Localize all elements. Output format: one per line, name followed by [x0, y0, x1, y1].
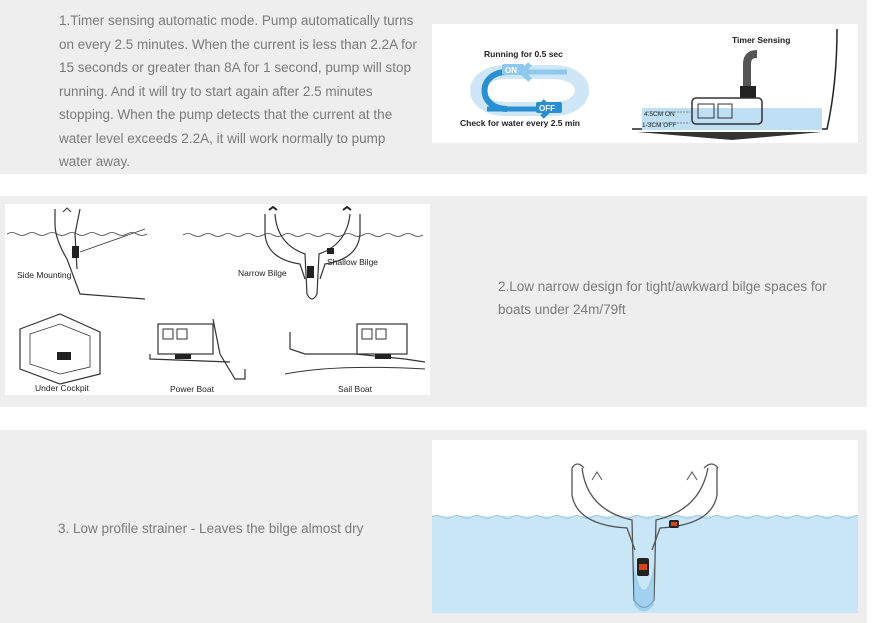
- water-area: [642, 108, 822, 130]
- on-label: ON: [505, 66, 517, 75]
- outlet-pipe: [743, 50, 758, 89]
- side-mount-hull: [54, 209, 146, 300]
- timer-label: Timer Sensing: [732, 35, 790, 45]
- cockpit-box: [19, 313, 101, 385]
- power-boat-label: Power Boat: [170, 384, 215, 394]
- shallow-bilge-label: Shallow Bilge: [327, 257, 378, 267]
- narrow-bilge-hull: [264, 214, 361, 280]
- narrow-bilge-label: Narrow Bilge: [238, 268, 287, 278]
- running-label: Running for 0.5 sec: [484, 49, 563, 59]
- side-pump: [72, 246, 79, 258]
- under-cockpit-label: Under Cockpit: [35, 383, 89, 393]
- sail-pump: [375, 354, 391, 359]
- mounting-options-diagram: Side Mounting Narrow Bilge Shallow Bilge…: [5, 204, 430, 395]
- strainer-diagram: [432, 440, 858, 613]
- water-surface: [432, 515, 858, 519]
- feature-text-strainer: 3. Low profile strainer - Leaves the bil…: [58, 521, 364, 536]
- power-hull: [149, 354, 231, 363]
- check-label: Check for water every 2.5 min: [460, 118, 580, 128]
- sail-hull: [289, 332, 426, 363]
- side-mounting-label: Side Mounting: [17, 270, 72, 280]
- level-on-label: 4.5CM ON: [644, 111, 675, 118]
- bilge-frame-outer: [571, 468, 718, 551]
- shallow-pump: [327, 248, 334, 254]
- narrow-pump: [307, 266, 314, 278]
- feature-text-design: 2.Low narrow design for tight/awkward bi…: [498, 279, 827, 317]
- waterline-left: [6, 232, 148, 236]
- timer-sensing-diagram: Running for 0.5 sec ON OFF Check for wat…: [432, 24, 858, 143]
- off-label: OFF: [539, 104, 555, 113]
- feature-text-timer: 1.Timer sensing automatic mode. Pump aut…: [59, 13, 417, 169]
- power-pump: [175, 354, 191, 359]
- pump-body: [691, 97, 763, 125]
- waterline-right: [182, 233, 424, 237]
- cockpit-pump: [57, 352, 71, 360]
- hull-outline: [632, 28, 838, 130]
- bilge-bottom: [634, 565, 654, 612]
- level-off-label: 1-3CM OFF: [642, 122, 676, 129]
- sail-boat-label: Sail Boat: [338, 384, 373, 394]
